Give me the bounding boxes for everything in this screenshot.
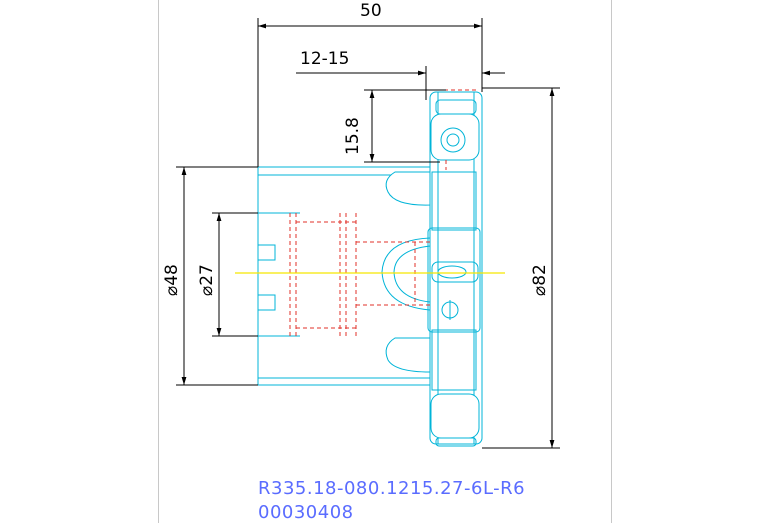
dim-insert-height-label: 15.8 (343, 117, 363, 155)
dim-bore-diameter-label: ⌀27 (197, 264, 217, 296)
dim-shank-diameter: ⌀48 (162, 166, 258, 386)
dim-shank-diameter-label: ⌀48 (162, 264, 182, 296)
item-code: 00030408 (258, 502, 354, 523)
center-screw (431, 261, 479, 320)
dim-bore-diameter: ⌀27 (197, 212, 258, 337)
dim-outer-diameter: ⌀82 (482, 87, 560, 449)
hidden-lines (289, 89, 476, 336)
insert-bottom (430, 393, 480, 447)
dim-outer-diameter-label: ⌀82 (530, 264, 550, 296)
bore-section (257, 212, 300, 337)
dim-insert-width: 12-15 (296, 49, 505, 100)
frame-border-left (158, 0, 159, 523)
dim-insert-width-label: 12-15 (300, 49, 349, 69)
frame-border-right (611, 0, 612, 523)
part-number: R335.18-080.1215.27-6L-R6 (258, 478, 526, 499)
insert-top (430, 99, 480, 161)
dim-insert-height: 15.8 (343, 89, 446, 163)
clamp-wedges (381, 171, 431, 373)
dim-overall-length-label: 50 (360, 1, 382, 21)
